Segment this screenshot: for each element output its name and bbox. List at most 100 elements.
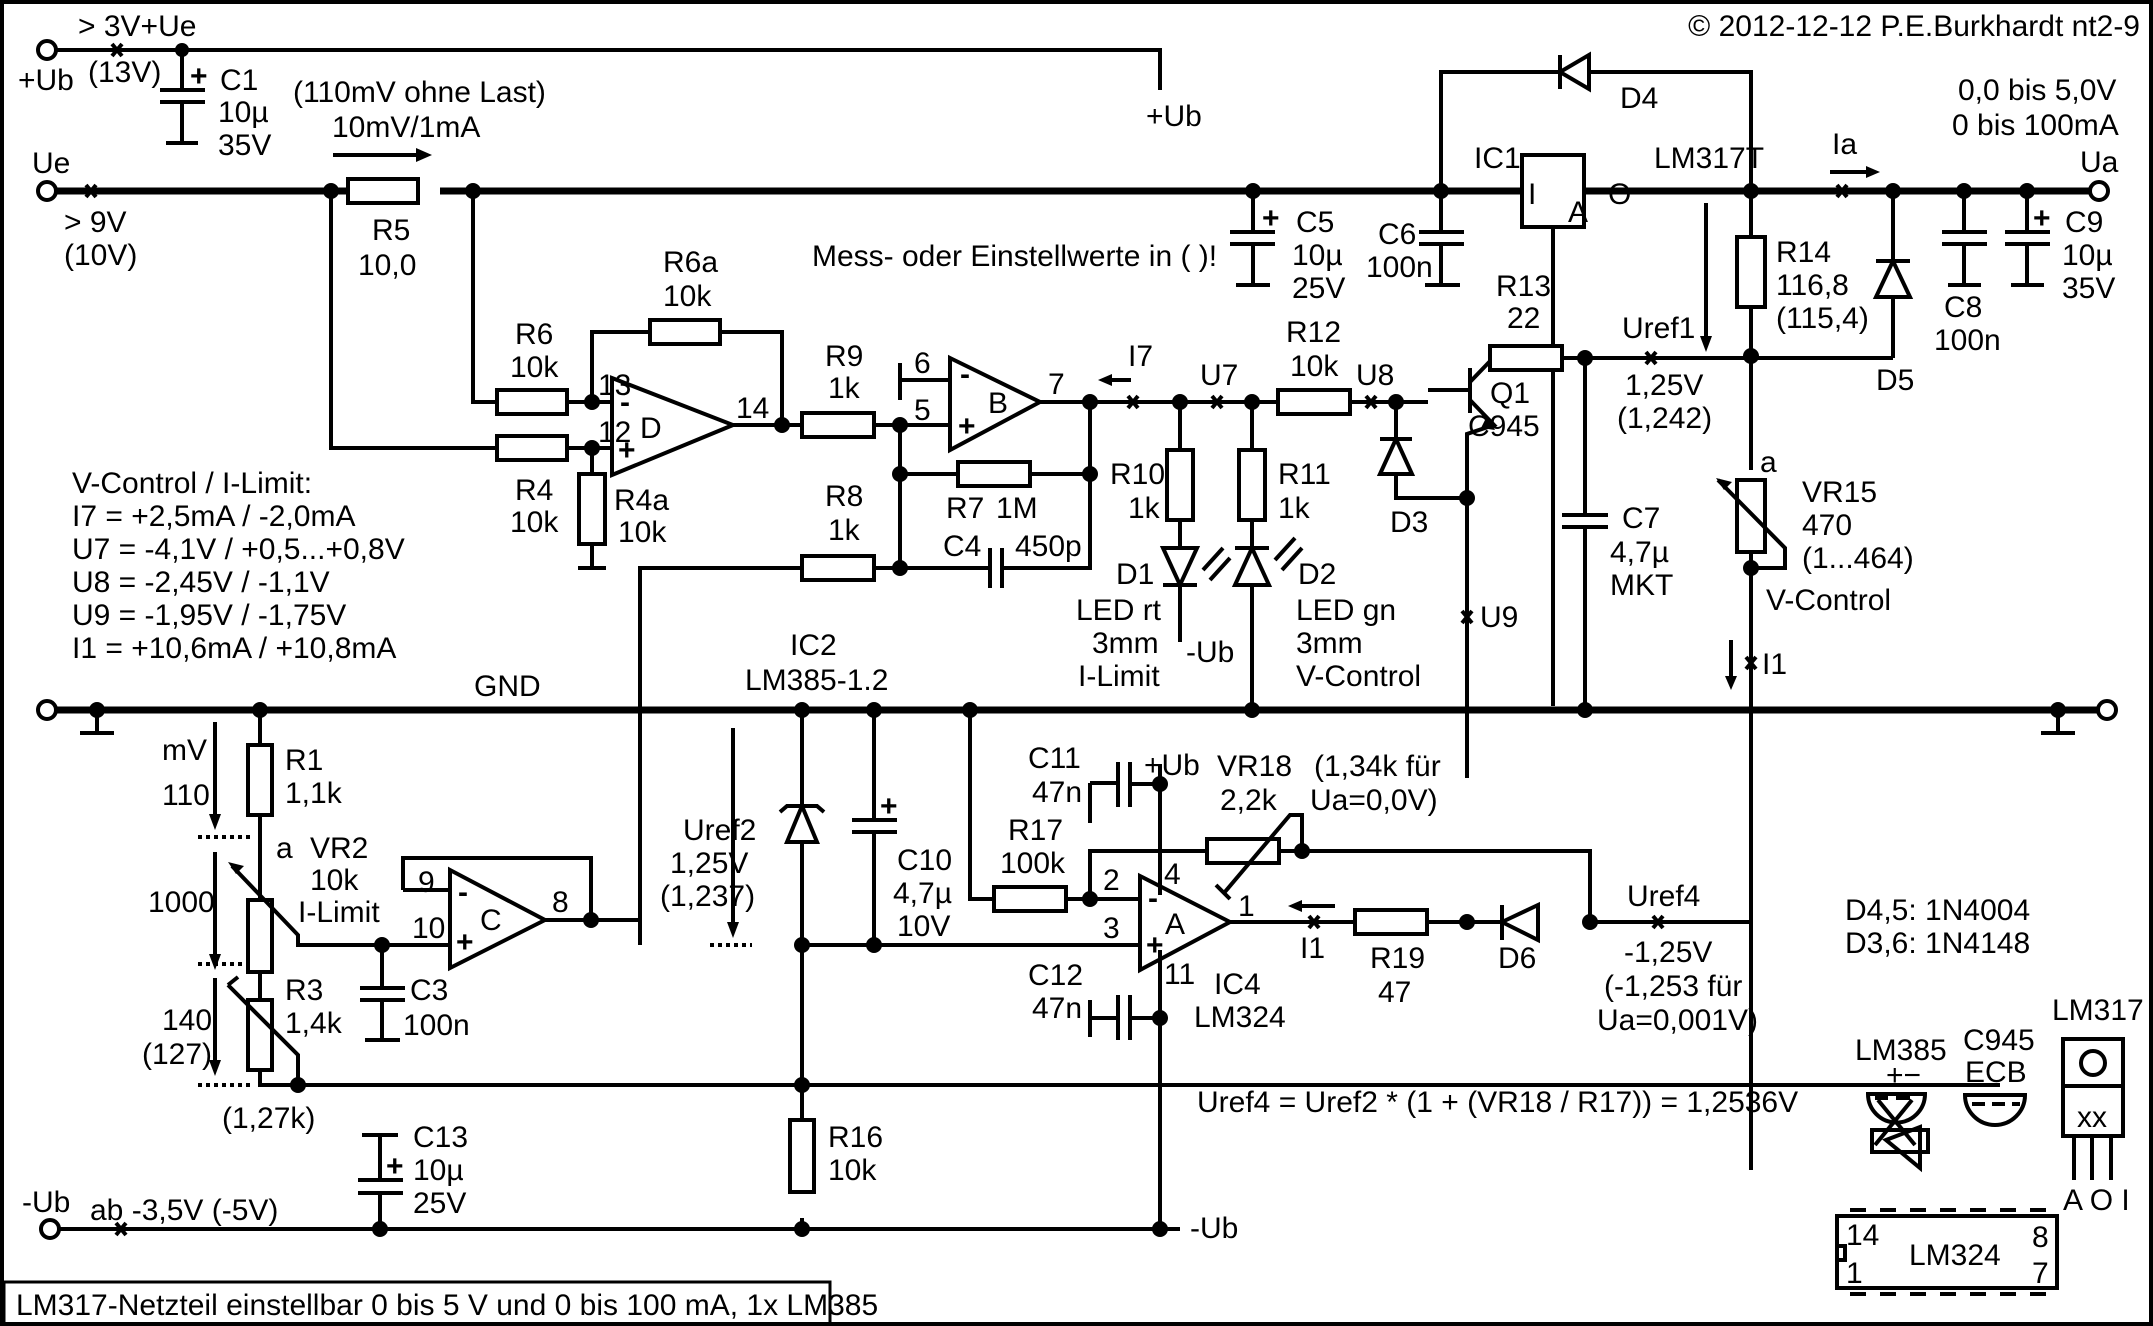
ue-terminal[interactable] (36, 180, 58, 202)
components-vr15-v1-label: 470 (1802, 509, 1852, 542)
component-body (577, 472, 607, 546)
diode-d3: D3 (1376, 394, 1475, 539)
components-opc-pin_out-label: 8 (552, 886, 569, 919)
components-c8-name-label: C8 (1944, 291, 1982, 324)
resistor-r7: R7 1M (892, 402, 1098, 570)
junction-dot (1152, 1010, 1168, 1026)
component-body (992, 885, 1068, 913)
components-i1b-name-label: I1 (1300, 932, 1325, 965)
resistor-r16: R16 10k (788, 1118, 883, 1194)
components-r16-v1-label: 10k (828, 1154, 877, 1187)
vc_il_table-rows-4-label: I1 = +10,6mA / +10,8mA (72, 632, 396, 665)
components-vr2-name-label: VR2 (310, 832, 368, 865)
components-r17-name-label: R17 (1008, 814, 1063, 847)
polarity-mark: - (458, 876, 468, 909)
wire (1159, 546, 1201, 590)
component-body (1488, 344, 1564, 372)
junction-dot (774, 417, 790, 433)
gnd-terminal-right[interactable] (2096, 699, 2118, 721)
wire (590, 330, 784, 425)
plus-ub-terminal[interactable] (36, 39, 58, 61)
components-d6-name-label: D6 (1498, 942, 1536, 975)
components-u8-name-label: U8 (1356, 359, 1394, 392)
components-uref4-v2-label: (-1,253 für (1604, 970, 1742, 1003)
junction-dot (866, 937, 882, 953)
components-r12-name-label: R12 (1286, 316, 1341, 349)
components-r6-v1-label: 10k (510, 351, 559, 384)
component-body (648, 318, 722, 346)
pinout-lm385: LM385 +− (1855, 1034, 1947, 1173)
capacitor-c11: C11 47n (1028, 742, 1168, 823)
wire (80, 710, 114, 735)
potentiometer-vr15: a VR15 470 (1...464) V-Control I1 (1716, 446, 1914, 1170)
components-c1-v2-label: 35V (218, 129, 271, 162)
i1-sense: I1 (1288, 900, 1335, 965)
ua-terminal[interactable] (2088, 180, 2110, 202)
components-r9-name-label: R9 (825, 340, 863, 373)
junction-dot (1743, 560, 1759, 576)
plus-ub-req: > 3V+Ue (78, 10, 196, 43)
capacitor-c9: + C9 10µ 35V (2005, 191, 2115, 305)
component-body (1735, 235, 1767, 309)
gnd-terminal-left[interactable] (36, 699, 58, 721)
led-d2: R11 1k D2 LED gn 3mm V-Control (1231, 402, 1421, 718)
vc_il_table-rows-3-label: U9 = -1,95V / -1,75V (72, 599, 346, 632)
components-c10-name-label: C10 (897, 844, 952, 877)
plus-ub-label: +Ub (18, 64, 74, 97)
components-uref4-v1-label: -1,25V (1624, 936, 1712, 969)
components-c8-v1-label: 100n (1934, 324, 2001, 357)
junction-dot (228, 862, 244, 874)
components-r7-v1-label: 1M (996, 492, 1038, 525)
junction-dot (1725, 676, 1737, 690)
components-vr18-name-label: VR18 (1217, 750, 1292, 783)
components-r13-v1-label: 22 (1507, 302, 1540, 335)
minus-ub-terminal[interactable] (39, 1218, 61, 1240)
wire (382, 856, 593, 947)
uref1-node: Uref1 1,25V (1,242) (1562, 203, 1751, 435)
wire (778, 804, 826, 814)
ic1-lm317t: IC1 LM317T I O A (1474, 142, 2090, 706)
wire (110, 42, 124, 58)
components-r5-name-label: R5 (372, 214, 410, 247)
vc_il_table-rows-2-label: U8 = -2,45V / -1,1V (72, 566, 330, 599)
component-body (1237, 448, 1267, 522)
ue-label: Ue (32, 147, 70, 180)
led-d1: R10 1k D1 LED rt 3mm I-Limit -Ub (1076, 402, 1234, 693)
pinouts-lm317-mark-label: xx (2077, 1101, 2107, 1134)
wire (1088, 849, 1592, 917)
components-r14-v2-label: (115,4) (1776, 302, 1869, 335)
components-opb-pin_inv-label: 6 (914, 347, 931, 380)
components-d5-name-label: D5 (1876, 364, 1914, 397)
wire (1419, 191, 1464, 287)
wire (1439, 70, 1753, 191)
diode-d6: D6 (1497, 901, 1598, 975)
wire (1088, 995, 1160, 1040)
wire (2041, 710, 2075, 735)
opamp-d: - + D 13 12 14 (598, 369, 802, 478)
component-body (1165, 448, 1195, 522)
polarity-mark: - (1148, 882, 1158, 915)
junction-dot (892, 466, 908, 482)
capacitor-c7: C7 4,7µ MKT (1562, 358, 1673, 710)
junction-dot (1152, 776, 1168, 792)
components-c13-v1-label: 10µ (413, 1154, 464, 1187)
wire (802, 710, 1140, 947)
minus-ub-rail: -Ub ab -3,5V (-5V) -Ub (22, 1186, 1238, 1245)
wire (1872, 256, 1914, 299)
components-opa-pin_vp-label: 4 (1164, 858, 1181, 891)
diode-types-2: D3,6: 1N4148 (1845, 927, 2030, 960)
wire (1376, 434, 1416, 476)
junction-dot (583, 912, 599, 928)
resistor-r14: R14 116,8 (115,4) (1735, 191, 1893, 470)
components-d2-v1-label: LED gn (1296, 594, 1396, 627)
polarity-mark: + (2033, 202, 2051, 235)
junction-dot (727, 922, 739, 938)
wire (1562, 358, 1608, 710)
pinouts-lm324-p7-label: 7 (2032, 1257, 2049, 1290)
components-r3-v2-label: (1,27k) (222, 1102, 315, 1135)
components-i7-name-label: I7 (1128, 340, 1153, 373)
wire (784, 800, 820, 844)
components-c7-v2-label: MKT (1610, 569, 1673, 602)
pinout-lm317: LM317 xx A O I (2052, 994, 2144, 1217)
polarity-mark: + (880, 790, 898, 823)
